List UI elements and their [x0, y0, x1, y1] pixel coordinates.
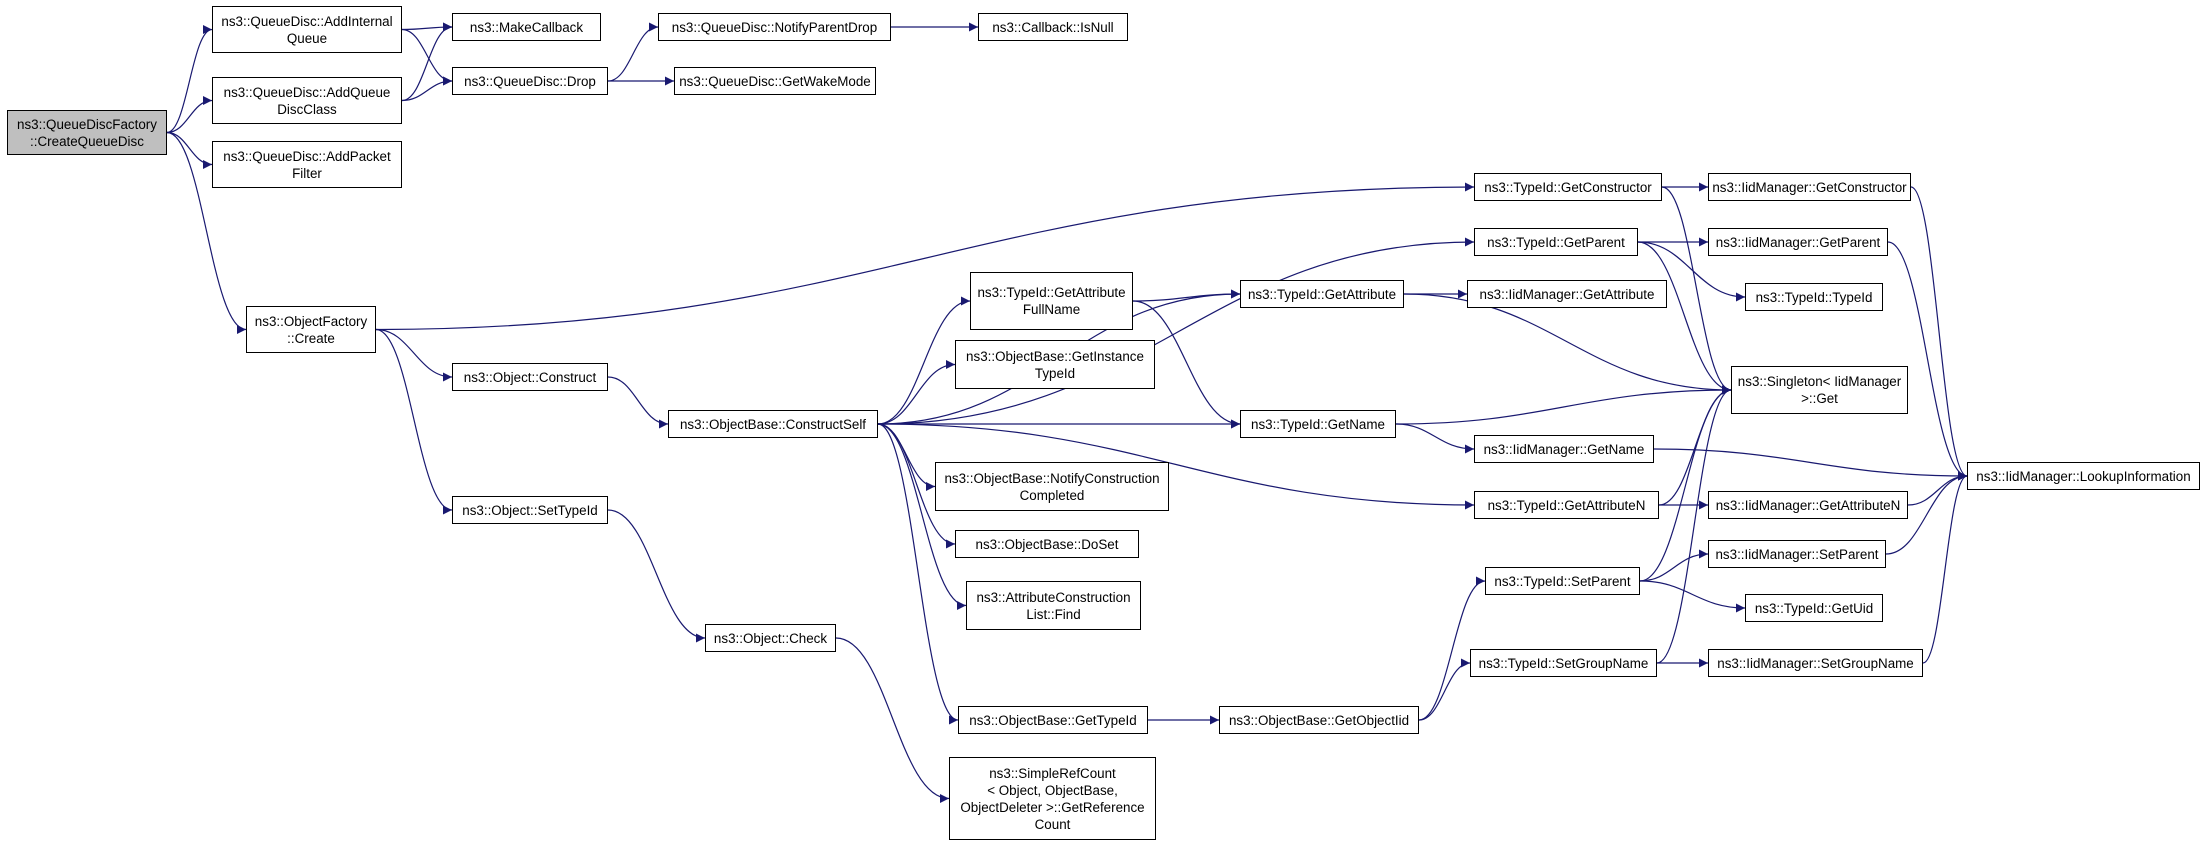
- node-type-id-get-parent[interactable]: ns3::TypeId::GetParent: [1474, 228, 1638, 256]
- edge-getObjectIid-to-typeIdSetParent: [1418, 576, 1486, 721]
- node-type-id-set-group-name[interactable]: ns3::TypeId::SetGroupName: [1470, 649, 1657, 677]
- edge-typeIdGetAttribute-to-singletonGet: [1403, 293, 1732, 395]
- node-iid-set-group-name[interactable]: ns3::IidManager::SetGroupName: [1708, 649, 1923, 677]
- edge-objectFactoryCreate-to-objectConstruct: [375, 328, 453, 382]
- edge-typeIdSetParent-to-singletonGet: [1639, 385, 1732, 582]
- edge-iidSetGroupName-to-lookupInformation: [1922, 471, 1968, 664]
- node-iid-get-attribute-n[interactable]: ns3::IidManager::GetAttributeN: [1708, 491, 1908, 519]
- node-drop[interactable]: ns3::QueueDisc::Drop: [452, 67, 608, 95]
- edge-addInternalQueue-to-drop: [401, 28, 453, 86]
- edge-root-to-objectFactoryCreate: [166, 131, 247, 334]
- edge-typeIdSetParent-to-iidSetParent: [1639, 549, 1709, 582]
- node-object-factory-create[interactable]: ns3::ObjectFactory ::Create: [246, 306, 376, 353]
- node-object-check[interactable]: ns3::Object::Check: [705, 624, 836, 652]
- node-is-null[interactable]: ns3::Callback::IsNull: [978, 13, 1128, 41]
- edge-iidGetConstructor-to-lookupInformation: [1910, 186, 1968, 481]
- node-iid-get-attribute[interactable]: ns3::IidManager::GetAttribute: [1467, 280, 1667, 308]
- node-type-id-get-name[interactable]: ns3::TypeId::GetName: [1240, 410, 1396, 438]
- edge-objectFactoryCreate-to-setTypeId: [375, 328, 453, 515]
- node-get-wake-mode[interactable]: ns3::QueueDisc::GetWakeMode: [674, 67, 876, 95]
- node-add-internal-queue[interactable]: ns3::QueueDisc::AddInternal Queue: [212, 6, 402, 53]
- edge-getAttributeFullName-to-typeIdGetAttribute: [1132, 289, 1241, 302]
- node-get-instance-type-id[interactable]: ns3::ObjectBase::GetInstance TypeId: [955, 340, 1155, 389]
- edge-objectFactoryCreate-to-typeIdGetConstructor: [375, 182, 1475, 331]
- edge-root-to-addPacketFilter: [166, 131, 213, 169]
- node-object-construct[interactable]: ns3::Object::Construct: [452, 363, 608, 391]
- edge-constructSelf-to-objectBaseGetTypeId: [877, 423, 959, 725]
- edge-typeIdSetParent-to-typeIdGetUid: [1639, 580, 1746, 613]
- edge-typeIdGetParent-to-typeIdTypeId: [1637, 241, 1746, 302]
- node-iid-set-parent[interactable]: ns3::IidManager::SetParent: [1708, 540, 1886, 568]
- edge-typeIdGetName-to-iidGetName: [1395, 423, 1475, 454]
- node-type-id-get-attribute[interactable]: ns3::TypeId::GetAttribute: [1240, 280, 1404, 308]
- edge-constructSelf-to-getInstanceTypeId: [877, 360, 956, 425]
- edge-root-to-addQueueDiscClass: [166, 96, 213, 134]
- edge-drop-to-notifyParentDrop: [607, 22, 659, 82]
- edge-constructSelf-to-notifyConstructionCompleted: [877, 423, 936, 491]
- node-object-base-get-type-id[interactable]: ns3::ObjectBase::GetTypeId: [958, 706, 1148, 734]
- edge-objectCheck-to-getReferenceCount: [835, 637, 950, 803]
- node-get-attribute-full-name[interactable]: ns3::TypeId::GetAttribute FullName: [970, 272, 1133, 330]
- node-attr-list-find[interactable]: ns3::AttributeConstruction List::Find: [966, 581, 1141, 630]
- edge-constructSelf-to-getAttributeFullName: [877, 296, 971, 425]
- edge-iidSetParent-to-lookupInformation: [1885, 471, 1968, 555]
- node-type-id-get-attribute-n[interactable]: ns3::TypeId::GetAttributeN: [1474, 491, 1659, 519]
- edge-setTypeId-to-objectCheck: [607, 509, 706, 643]
- node-do-set[interactable]: ns3::ObjectBase::DoSet: [955, 530, 1139, 558]
- node-notify-parent-drop[interactable]: ns3::QueueDisc::NotifyParentDrop: [658, 13, 891, 41]
- node-add-packet-filter[interactable]: ns3::QueueDisc::AddPacket Filter: [212, 141, 402, 188]
- edge-getObjectIid-to-typeIdSetGroupName: [1418, 658, 1471, 721]
- edge-addQueueDiscClass-to-drop: [401, 76, 453, 102]
- node-type-id-set-parent[interactable]: ns3::TypeId::SetParent: [1485, 567, 1640, 595]
- node-get-reference-count[interactable]: ns3::SimpleRefCount < Object, ObjectBase…: [949, 757, 1156, 840]
- node-iid-get-constructor[interactable]: ns3::IidManager::GetConstructor: [1708, 173, 1911, 201]
- edge-typeIdGetConstructor-to-singletonGet: [1661, 186, 1732, 395]
- edge-constructSelf-to-typeIdGetParent: [877, 237, 1475, 425]
- node-iid-get-name[interactable]: ns3::IidManager::GetName: [1474, 435, 1654, 463]
- node-type-id-type-id[interactable]: ns3::TypeId::TypeId: [1745, 283, 1883, 311]
- edge-objectConstruct-to-constructSelf: [607, 376, 669, 429]
- node-make-callback[interactable]: ns3::MakeCallback: [452, 13, 601, 41]
- node-construct-self[interactable]: ns3::ObjectBase::ConstructSelf: [668, 410, 878, 438]
- edge-addInternalQueue-to-makeCallback: [401, 22, 453, 32]
- node-notify-construction-completed[interactable]: ns3::ObjectBase::NotifyConstruction Comp…: [935, 462, 1169, 511]
- edge-iidGetName-to-lookupInformation: [1653, 448, 1968, 481]
- edge-constructSelf-to-typeIdGetAttributeN: [877, 423, 1475, 510]
- node-type-id-get-uid[interactable]: ns3::TypeId::GetUid: [1745, 594, 1883, 622]
- node-set-type-id[interactable]: ns3::Object::SetTypeId: [452, 496, 608, 524]
- node-add-queue-disc-class[interactable]: ns3::QueueDisc::AddQueue DiscClass: [212, 77, 402, 124]
- node-singleton-get[interactable]: ns3::Singleton< IidManager >::Get: [1731, 366, 1908, 414]
- edge-iidGetParent-to-lookupInformation: [1887, 241, 1968, 481]
- edge-typeIdGetAttributeN-to-singletonGet: [1658, 385, 1732, 506]
- edge-root-to-addInternalQueue: [166, 25, 213, 134]
- node-iid-get-parent[interactable]: ns3::IidManager::GetParent: [1708, 228, 1888, 256]
- edge-constructSelf-to-attrListFind: [877, 423, 967, 610]
- node-root[interactable]: ns3::QueueDiscFactory ::CreateQueueDisc: [7, 110, 167, 155]
- node-lookup-information[interactable]: ns3::IidManager::LookupInformation: [1967, 462, 2200, 490]
- edge-typeIdGetParent-to-singletonGet: [1637, 241, 1732, 395]
- edge-typeIdGetName-to-singletonGet: [1395, 385, 1732, 425]
- edge-typeIdSetGroupName-to-singletonGet: [1656, 385, 1732, 664]
- edge-addQueueDiscClass-to-makeCallback: [401, 22, 453, 102]
- node-type-id-get-constructor[interactable]: ns3::TypeId::GetConstructor: [1474, 173, 1662, 201]
- node-get-object-iid[interactable]: ns3::ObjectBase::GetObjectIid: [1219, 706, 1419, 734]
- edge-getAttributeFullName-to-typeIdGetName: [1132, 300, 1241, 429]
